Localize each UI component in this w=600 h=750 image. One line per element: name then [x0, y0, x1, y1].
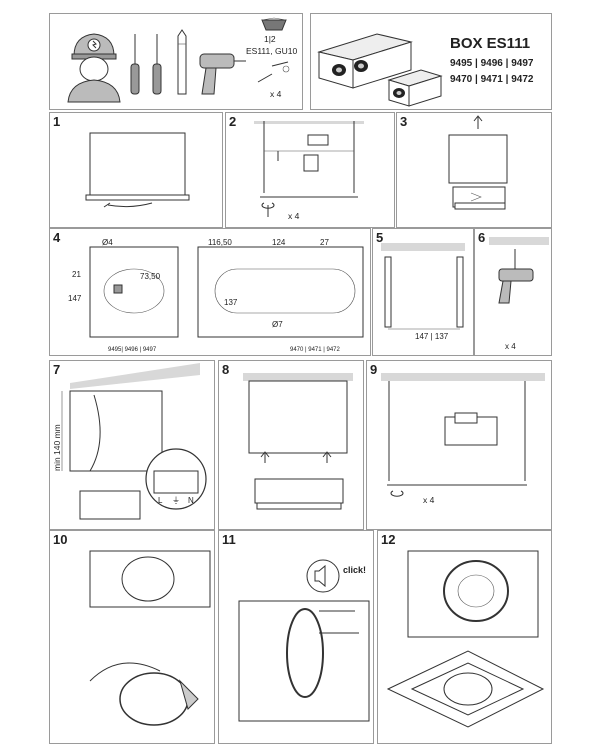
- product-codes-row1: 9495 | 9496 | 9497: [450, 58, 534, 69]
- step-number: 9: [370, 362, 378, 377]
- dim-147: 147: [68, 294, 82, 303]
- step-number: 12: [381, 532, 396, 547]
- screwdriver-icon: [130, 34, 140, 95]
- dim-27: 27: [320, 238, 329, 247]
- step-9-panel: 9 x 4: [366, 360, 552, 530]
- product-illustration: BOX ES111 9495 | 9496 | 9497 9470 | 9471…: [317, 33, 534, 107]
- double-box-icon: [317, 33, 413, 89]
- step-4-illustration: Ø4 21 147 73,50 9495| 9496 | 9497 116,50…: [68, 238, 364, 353]
- single-box-icon: [387, 69, 443, 107]
- step-8-panel: 8: [218, 360, 364, 530]
- step-2-illustration: x 4: [254, 121, 364, 221]
- worker-icon: [67, 33, 121, 103]
- dim-11650: 116,50: [208, 238, 232, 247]
- step-number: 3: [400, 114, 408, 129]
- step-10-panel: 10: [49, 530, 215, 744]
- step-3-illustration: [448, 115, 508, 210]
- step-12-illustration: [386, 550, 545, 728]
- step-6-panel: 6 x 4: [474, 228, 552, 356]
- step-1-panel: 1: [49, 112, 223, 228]
- step-number: 1: [53, 114, 61, 129]
- step-7-illustration: min 140 mm L ⏚ N: [52, 363, 207, 520]
- step-1-illustration: [85, 132, 190, 208]
- terminal-l: L: [158, 496, 163, 505]
- step-4-panel: 4 Ø4 21 147 73,50 9495| 9496 | 9497 116,…: [49, 228, 371, 356]
- step-6-qty: x 4: [505, 342, 516, 351]
- terminal-n: N: [188, 496, 194, 505]
- product-codes-row2: 9470 | 9471 | 9472: [450, 74, 534, 85]
- dim-21: 21: [72, 270, 81, 279]
- step-number: 10: [53, 532, 68, 547]
- tools-panel: 1|2 ES111, GU10 x 4: [49, 13, 303, 110]
- step-9-qty: x 4: [423, 495, 435, 505]
- step-9-illustration: x 4: [381, 373, 545, 505]
- dim-phi4: Ø4: [102, 238, 113, 247]
- step-number: 7: [53, 362, 61, 377]
- step-6-illustration: x 4: [489, 237, 549, 351]
- bulb-icon: [261, 17, 287, 31]
- step-7-panel: 7 min 140 mm L ⏚ N: [49, 360, 215, 530]
- dim-124: 124: [272, 238, 286, 247]
- dim-137: 137: [224, 298, 238, 307]
- step-11-click: click!: [343, 565, 366, 575]
- step-4-codes-left: 9495| 9496 | 9497: [108, 347, 157, 353]
- step-11-illustration: click!: [238, 559, 370, 722]
- dim-phi7: Ø7: [272, 320, 283, 329]
- tools-illustration: 1|2 ES111, GU10 x 4: [67, 17, 297, 103]
- step-4-codes-right: 9470 | 9471 | 9472: [290, 347, 340, 353]
- step-number: 4: [53, 230, 61, 245]
- step-number: 6: [478, 230, 486, 245]
- product-title: BOX ES111: [450, 35, 530, 52]
- step-2-panel: 2 x 4: [225, 112, 395, 228]
- step-5-dims: 147 | 137: [415, 332, 449, 341]
- bulb-types: ES111, GU10: [246, 46, 297, 56]
- terminal-earth: ⏚: [172, 496, 180, 505]
- step-8-illustration: [243, 373, 353, 510]
- step-7-min-label: min 140 mm: [52, 424, 62, 471]
- step-number: 8: [222, 362, 230, 377]
- product-panel: BOX ES111 9495 | 9496 | 9497 9470 | 9471…: [310, 13, 552, 110]
- pencil-icon: [177, 29, 187, 95]
- drill-icon: [199, 53, 246, 95]
- screw-icon: [257, 61, 290, 83]
- screwdriver-icon: [152, 34, 162, 95]
- step-number: 2: [229, 114, 237, 129]
- step-5-illustration: 147 | 137: [381, 243, 465, 341]
- step-10-illustration: [89, 550, 211, 726]
- step-2-qty: x 4: [288, 211, 300, 221]
- step-3-panel: 3: [396, 112, 552, 228]
- step-number: 11: [222, 532, 236, 547]
- bulb-fraction: 1|2: [264, 34, 276, 44]
- dim-7350: 73,50: [140, 272, 161, 281]
- step-11-panel: 11 click!: [218, 530, 374, 744]
- step-number: 5: [376, 230, 384, 245]
- step-12-panel: 12: [377, 530, 552, 744]
- screws-qty: x 4: [270, 89, 282, 99]
- step-5-panel: 5 147 | 137: [372, 228, 474, 356]
